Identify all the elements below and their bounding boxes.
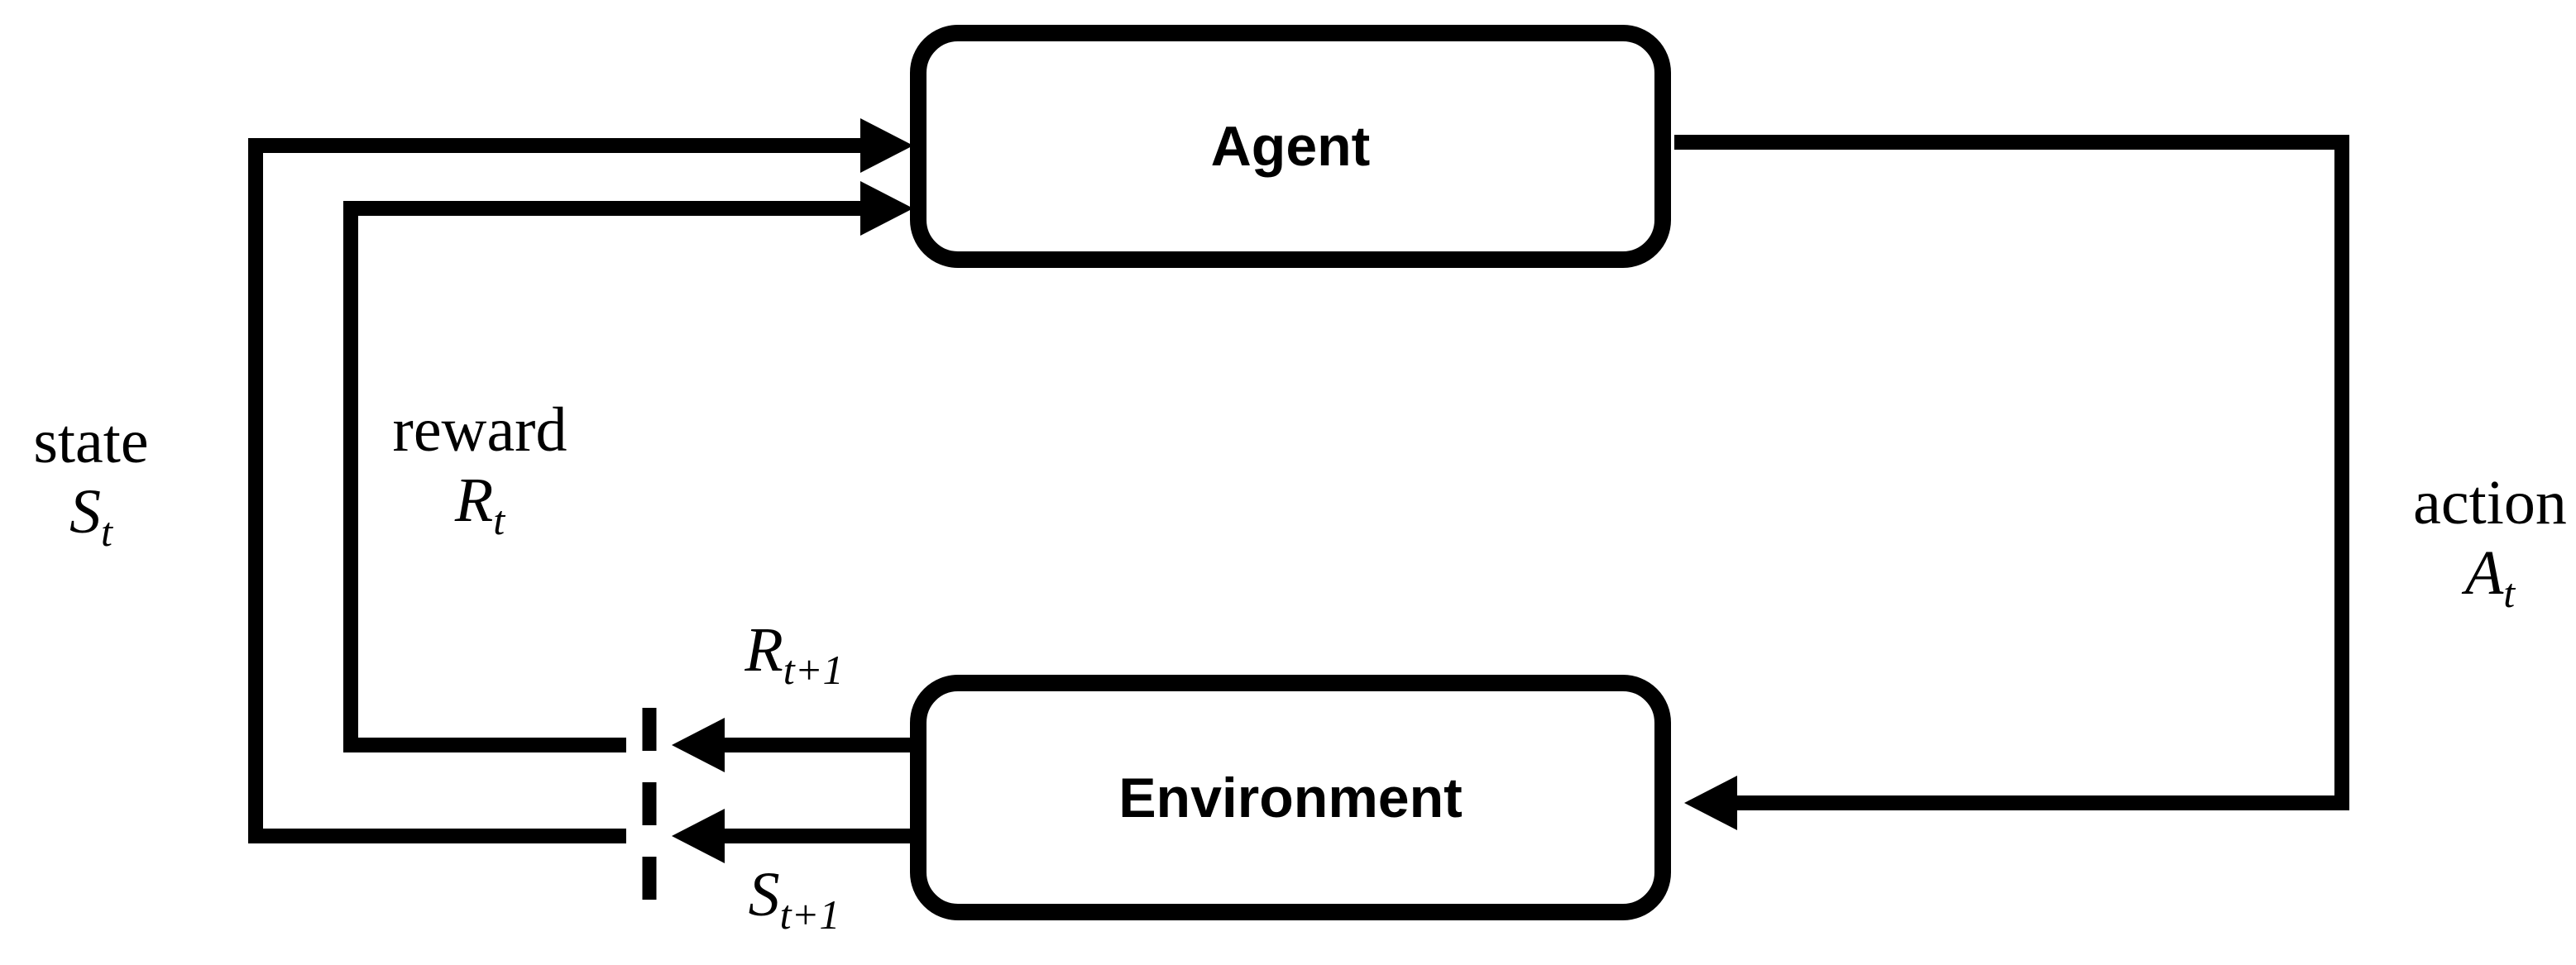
action-label: action At: [2382, 468, 2576, 617]
action-word: action: [2413, 468, 2567, 537]
next-state-arrowhead-icon: [672, 809, 725, 863]
agent-box-label: Agent: [1210, 115, 1371, 178]
environment-box: Environment: [910, 675, 1671, 920]
next-state-label: St+1: [695, 860, 893, 939]
action-symbol: At: [2464, 538, 2516, 617]
reward-arrowhead-icon: [860, 181, 913, 236]
state-connector-line: [248, 138, 870, 843]
next-reward-label: Rt+1: [695, 615, 893, 694]
reward-symbol: Rt: [454, 466, 505, 544]
environment-box-label: Environment: [1118, 766, 1463, 829]
reward-label: reward Rt: [376, 395, 583, 544]
next-reward-arrowhead-icon: [672, 718, 725, 772]
state-arrowhead-icon: [860, 118, 913, 173]
next-state-symbol: St+1: [748, 860, 840, 939]
reward-connector-line: [343, 201, 870, 752]
action-connector-line: [1674, 135, 2349, 810]
action-arrowhead-icon: [1684, 776, 1737, 830]
state-label: state St: [0, 407, 182, 556]
state-word: state: [33, 407, 149, 476]
state-symbol: St: [69, 477, 113, 556]
agent-box: Agent: [910, 25, 1671, 268]
reward-word: reward: [392, 395, 567, 465]
next-reward-symbol: Rt+1: [745, 615, 844, 694]
